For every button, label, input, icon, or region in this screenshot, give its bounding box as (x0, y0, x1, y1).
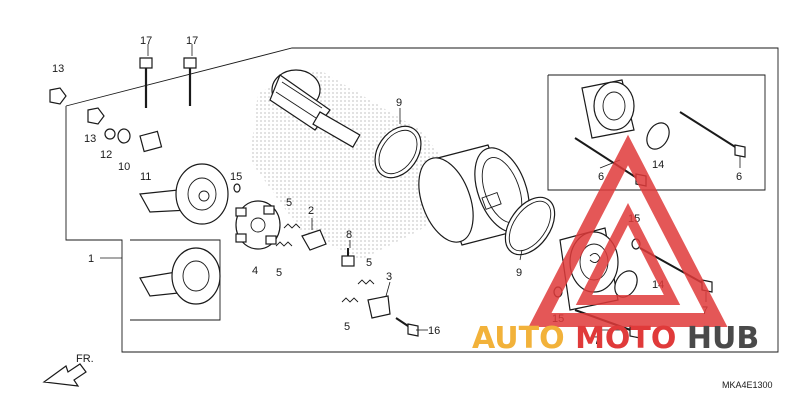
washer-12 (104, 128, 116, 140)
nut-13-b (87, 107, 105, 125)
inset-frame-right (547, 74, 766, 191)
brush-3 (367, 295, 391, 319)
springs (275, 223, 375, 303)
watermark-logo (528, 134, 728, 327)
nut-13-a (49, 87, 67, 105)
callout-10: 10 (118, 161, 130, 173)
callout-1: 1 (88, 253, 94, 265)
callout-9a: 9 (396, 97, 402, 109)
front-cover-upper (139, 163, 229, 225)
callout-17a: 17 (140, 35, 152, 47)
watermark-text: AUTO MOTO HUB (472, 321, 759, 356)
callout-8: 8 (346, 229, 352, 241)
callout-11: 11 (140, 171, 151, 183)
callout-14a: 14 (652, 159, 664, 171)
bolts-17 (139, 57, 197, 108)
washer-15-a (233, 183, 241, 193)
callout-15a: 15 (230, 171, 242, 183)
callout-13a: 13 (52, 63, 64, 75)
callout-2: 2 (308, 205, 314, 217)
front-marker-label: FR. (76, 353, 94, 365)
callout-5d: 5 (344, 321, 350, 333)
front-cover-lower (139, 247, 221, 305)
front-arrow: FR. (42, 353, 94, 387)
o-ring-lower (504, 196, 556, 256)
bolt-6-right (679, 111, 741, 151)
callout-6a: 6 (598, 171, 604, 183)
o-ring-upper (374, 125, 422, 179)
callout-5a: 5 (286, 197, 292, 209)
terminal-11 (139, 130, 163, 153)
callout-17b: 17 (186, 35, 198, 47)
watermark-part-moto: MOTO (575, 321, 676, 356)
bolt-16 (395, 317, 419, 337)
callout-12: 12 (100, 149, 112, 161)
callout-3: 3 (386, 271, 392, 283)
assembly-frame (65, 47, 779, 353)
brush-2 (301, 229, 327, 251)
rear-cover-inset (581, 79, 635, 139)
callouts: 1 2 3 4 5 5 5 5 6 6 7 7 8 9 9 10 11 12 1… (52, 35, 742, 347)
watermark-part-auto: AUTO (472, 321, 565, 356)
callout-6b: 6 (736, 171, 742, 183)
watermark-part-hub: HUB (687, 321, 759, 356)
nut-10 (117, 128, 131, 144)
callout-4: 4 (252, 265, 258, 277)
callout-5c: 5 (366, 257, 372, 269)
terminal-bolt-8 (341, 248, 355, 267)
diagram-code: MKA4E1300 (722, 380, 773, 390)
callout-13b: 13 (84, 133, 96, 145)
callout-5b: 5 (276, 267, 282, 279)
armature (269, 69, 361, 148)
brush-holder (235, 200, 281, 250)
o-ring-14-upper (646, 122, 670, 150)
callout-7b: 7 (594, 335, 600, 347)
bolt-6-left (574, 137, 641, 181)
callout-16: 16 (428, 325, 440, 337)
callout-9b: 9 (516, 267, 522, 279)
